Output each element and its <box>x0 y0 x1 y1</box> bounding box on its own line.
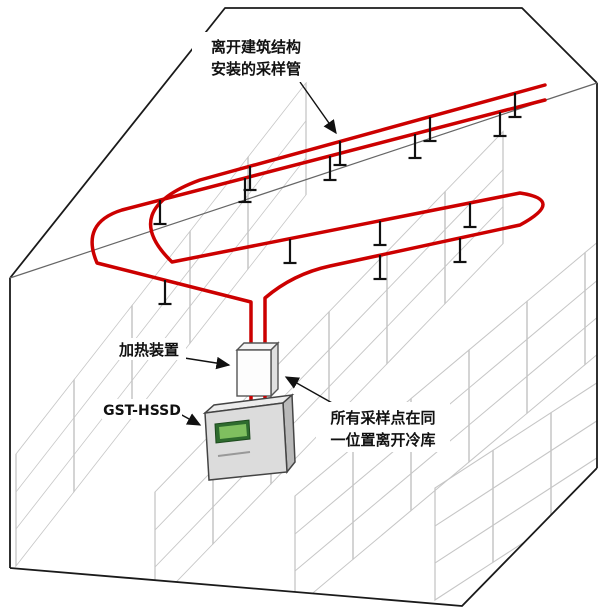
detector-model-label: GST-HSSD <box>103 403 181 419</box>
detector-label-strip <box>217 451 251 457</box>
pipe-install-arrow <box>299 81 337 135</box>
drop-location-arrow <box>284 376 335 405</box>
pipe-install-label-bg <box>192 32 320 82</box>
pipe-install-label: 离开建筑结构 <box>211 38 301 56</box>
detector-unit <box>202 393 296 481</box>
heater-box <box>235 341 280 398</box>
sampling-pipe-network <box>90 83 547 348</box>
detector-label-bg <box>102 399 182 419</box>
sampling-pipe-loop-b <box>148 83 547 348</box>
pipe-install-label-line2: 安装的采样管 <box>211 60 301 78</box>
cold-room-outline <box>9 7 598 607</box>
sampling-pipe-loop-a <box>90 98 547 348</box>
drop-location-label-line2: 一位置离开冷库 <box>330 431 435 449</box>
labels-group: 离开建筑结构 安装的采样管 加热装置 GST-HSSD 所有采样点在同 一位置离… <box>102 32 450 452</box>
leader-arrows <box>177 81 337 426</box>
heater-label: 加热装置 <box>118 341 179 359</box>
heater-label-bg <box>112 338 186 360</box>
drop-location-label-bg <box>316 402 450 452</box>
heater-box-front <box>236 349 272 397</box>
ceiling-back-edges <box>9 7 598 279</box>
floor-front-edges <box>9 467 598 607</box>
detector-arrow <box>179 413 202 426</box>
heater-box-side <box>270 341 279 398</box>
drop-location-label: 所有采样点在同 <box>330 409 435 427</box>
detector-front-face <box>204 402 288 481</box>
heater-arrow <box>177 356 231 370</box>
detector-display <box>219 424 247 439</box>
